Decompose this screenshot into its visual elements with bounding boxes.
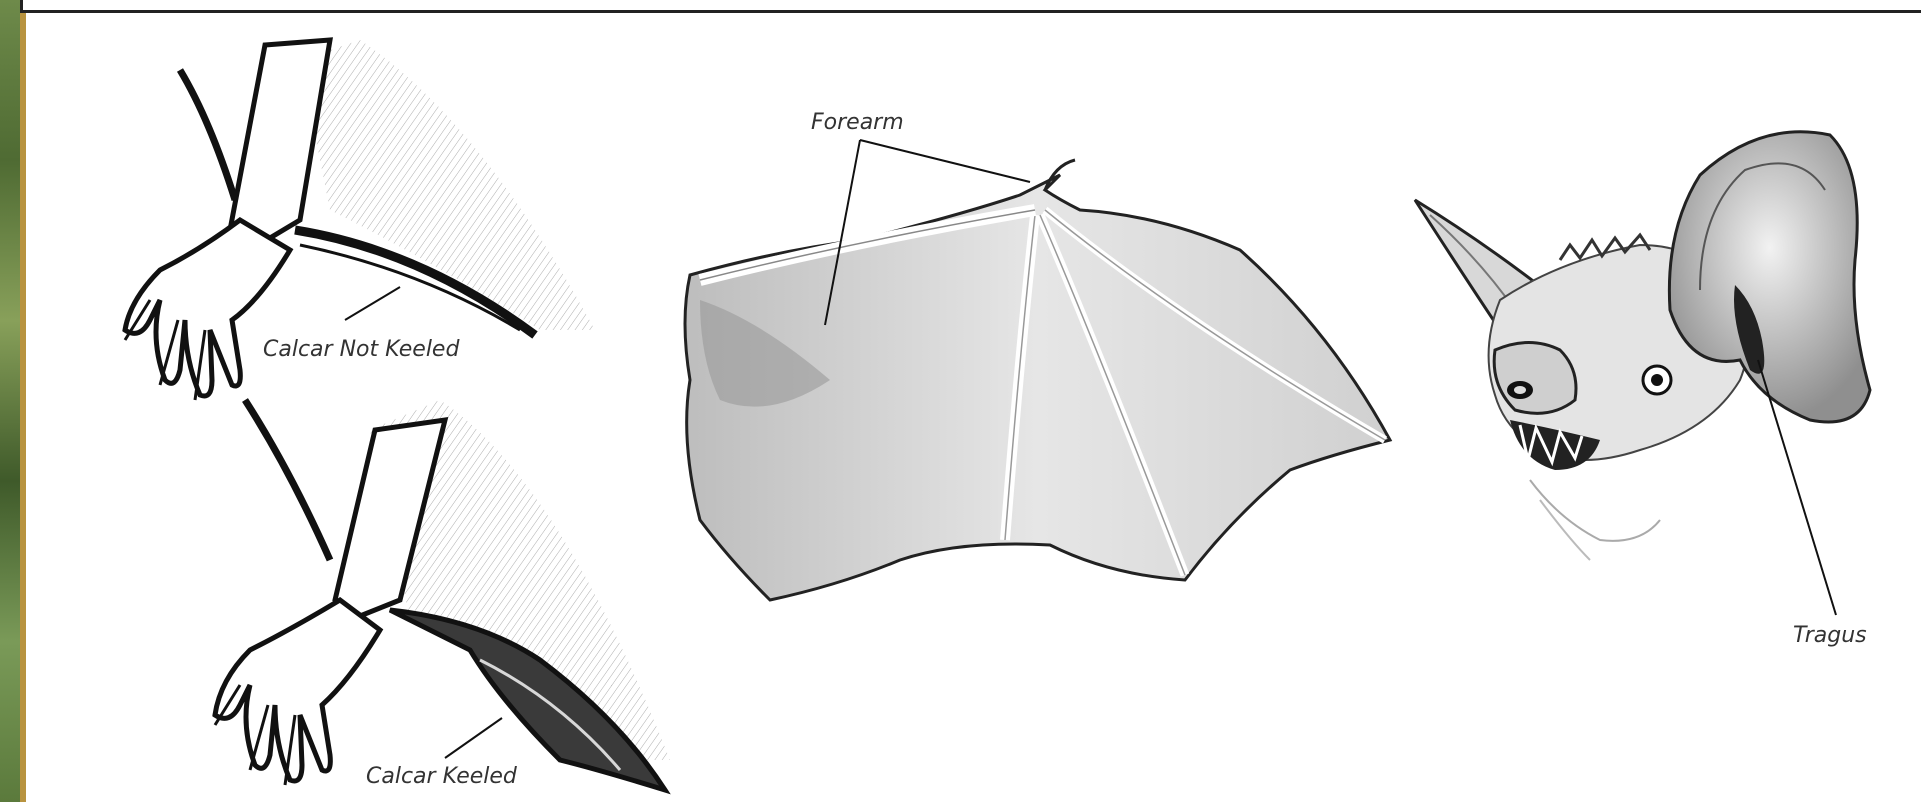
calcar-not-keeled-label: Calcar Not Keeled [263, 337, 460, 362]
foot-calcar-keeled-drawing [215, 400, 670, 790]
wing-drawing [685, 140, 1390, 600]
calcar-keeled-label: Calcar Keeled [366, 764, 518, 789]
bat-head-drawing [1415, 132, 1870, 615]
tragus-label: Tragus [1793, 623, 1867, 648]
forearm-label: Forearm [811, 110, 904, 135]
